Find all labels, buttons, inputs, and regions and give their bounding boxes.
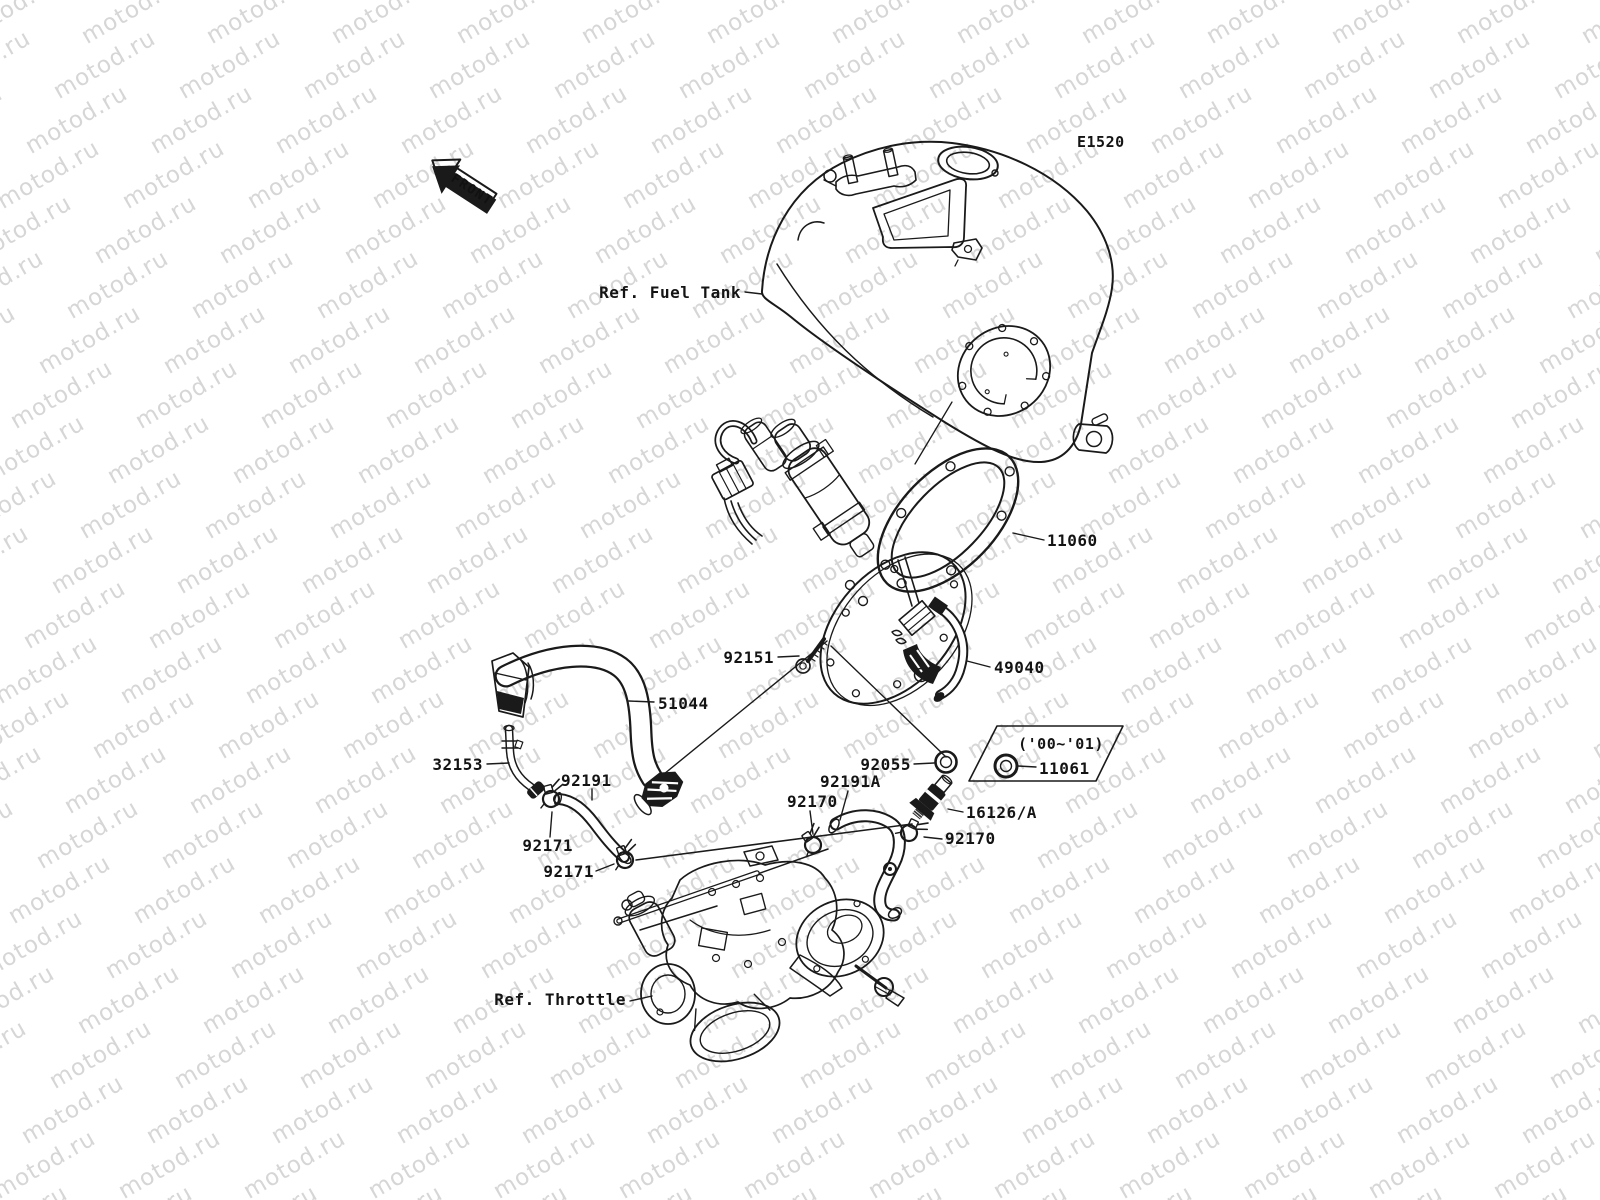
sensor-16126-drawing [909, 774, 953, 821]
tank-rear-mount [1072, 413, 1114, 454]
part-label-11060: 11060 [1047, 531, 1098, 550]
fuel-tank-drawing [761, 140, 1114, 465]
tank-bracket [823, 147, 917, 197]
diagram-code: E1520 [1077, 133, 1125, 151]
part-label-11061: 11061 [1039, 759, 1090, 778]
tank-panel [872, 177, 967, 249]
pump-connector [711, 457, 754, 501]
label-leaders [486, 291, 1045, 1002]
part-label-92171-upper: 92171 [522, 836, 573, 855]
leader-lines-pump [652, 640, 947, 784]
part-label-92191: 92191 [561, 771, 612, 790]
ref-throttle-label: Ref. Throttle [494, 990, 626, 1009]
part-label-51044: 51044 [658, 694, 709, 713]
tank-latch [951, 238, 983, 267]
tank-pump-flange [956, 323, 1052, 417]
pipe-32153-drawing [501, 724, 545, 799]
part-label-92151: 92151 [723, 648, 774, 667]
ref-fuel-tank-label: Ref. Fuel Tank [599, 283, 741, 302]
part-label-92191a: 92191A [820, 772, 881, 791]
alignment-line [914, 401, 953, 465]
hose-fitting-nut [633, 771, 684, 816]
fuel-pump-drawing [711, 417, 973, 707]
hose-51044-drawing [491, 644, 684, 816]
note-box: ('00~'01) 11061 [968, 725, 1124, 782]
part-label-92170-right: 92170 [945, 829, 996, 848]
note-year-range: ('00~'01) [1018, 735, 1104, 753]
part-label-92170-left: 92170 [787, 792, 838, 811]
part-label-92171-lower: 92171 [543, 862, 594, 881]
front-arrow: FRONT [431, 158, 498, 214]
gasket-drawing [876, 447, 1020, 593]
part-label-16126: 16126/A [966, 803, 1037, 822]
part-label-49040: 49040 [994, 658, 1045, 677]
hose-92191-drawing [533, 777, 643, 873]
hose-92191a-drawing [792, 774, 953, 922]
part-label-32153: 32153 [432, 755, 483, 774]
filler-cap [937, 145, 999, 181]
part-label-92055: 92055 [860, 755, 911, 774]
throttle-drawing [613, 823, 913, 1063]
oring-92055-drawing [934, 750, 958, 774]
